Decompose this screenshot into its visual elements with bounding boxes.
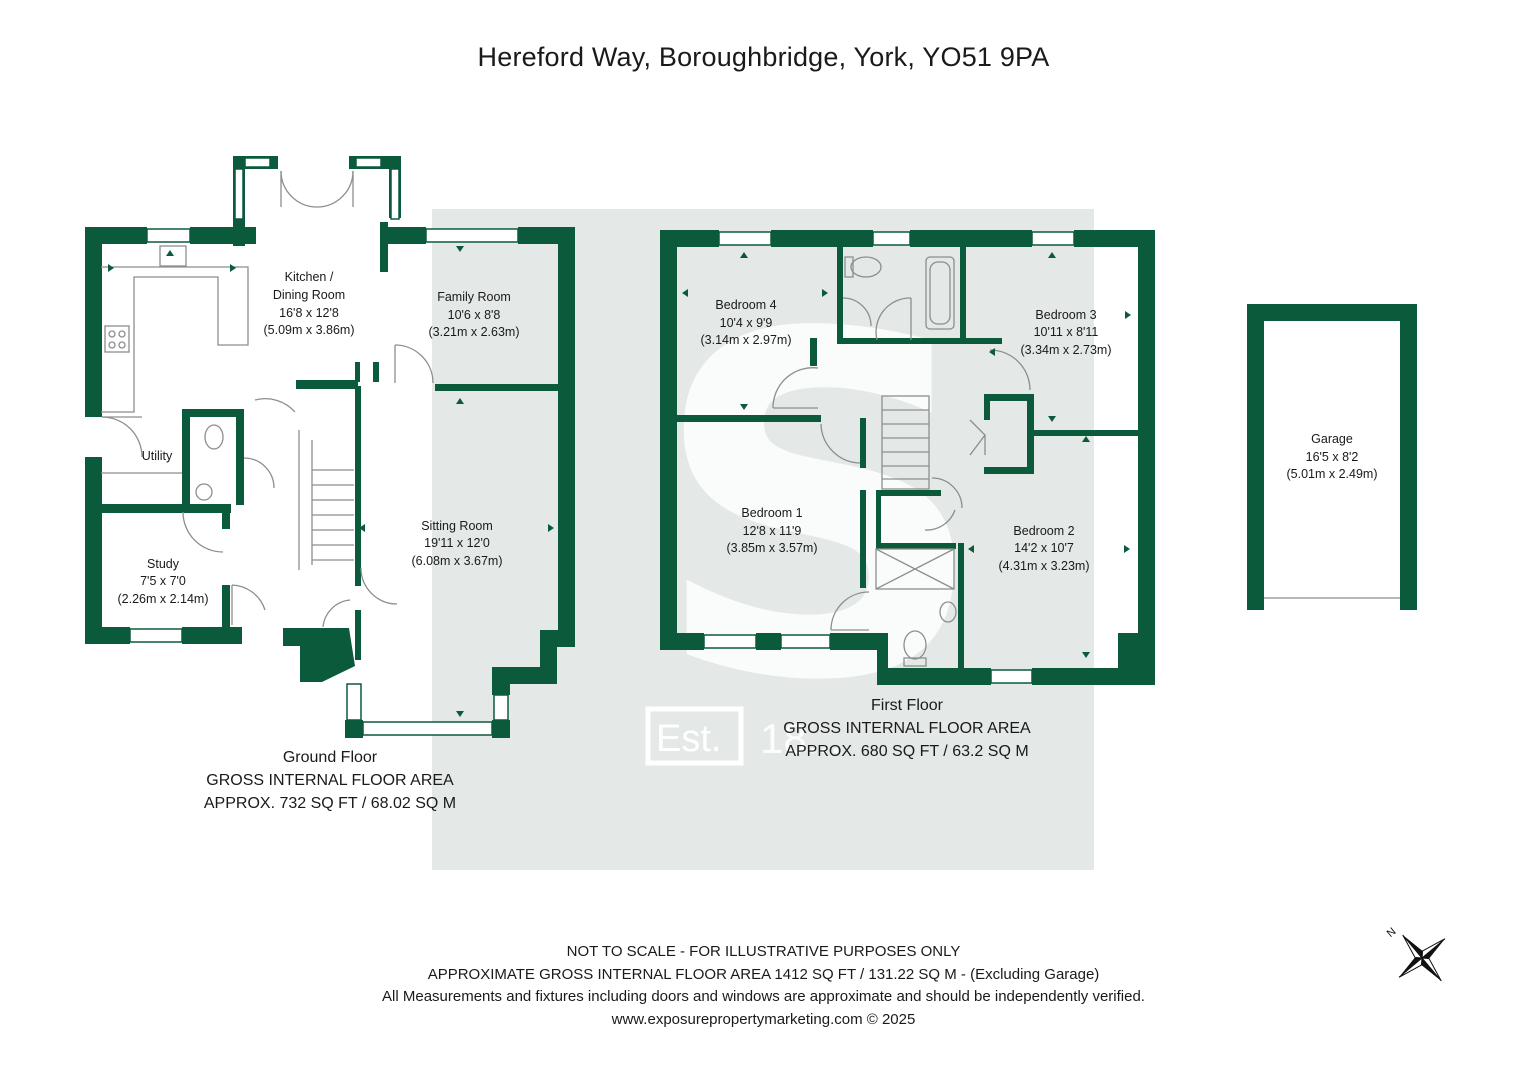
room-kitchen-imperial: 16'8 x 12'8 (279, 306, 339, 320)
room-kitchen-name: Kitchen / (285, 270, 334, 284)
room-bedroom3-metric: (3.34m x 2.73m) (1020, 343, 1111, 357)
dimension-markers (108, 246, 1131, 717)
ground-floor-area-value: APPROX. 732 SQ FT / 68.02 SQ M (203, 795, 457, 812)
room-bedroom2-imperial: 14'2 x 10'7 (1014, 541, 1074, 555)
room-study-imperial: 7'5 x 7'0 (140, 574, 186, 588)
ground-floor-area-label: GROSS INTERNAL FLOOR AREA (206, 772, 454, 789)
first-floor-fixtures (772, 256, 1400, 667)
ground-floor-walls (85, 156, 575, 738)
room-bedroom4-name: Bedroom 4 (715, 298, 776, 312)
room-garage-metric: (5.01m x 2.49m) (1286, 467, 1377, 481)
room-bedroom1-name: Bedroom 1 (741, 506, 802, 520)
room-bedroom2-metric: (4.31m x 3.23m) (998, 559, 1089, 573)
footer-line-disclaimer: All Measurements and fixtures including … (382, 988, 1145, 1005)
first-floor-name: First Floor (871, 697, 943, 714)
room-sitting-metric: (6.08m x 3.67m) (411, 554, 502, 568)
room-study-name: Study (147, 557, 180, 571)
first-floor-caption: First Floor GROSS INTERNAL FLOOR AREA AP… (772, 694, 1042, 763)
watermark-year: 18... (760, 715, 842, 762)
first-floor-walls (660, 230, 1417, 685)
watermark-letter: S (650, 236, 989, 783)
room-kitchen-name2: Dining Room (273, 288, 345, 302)
room-sitting-imperial: 19'11 x 12'0 (424, 536, 490, 550)
room-bedroom2-name: Bedroom 2 (1013, 524, 1074, 538)
room-bedroom4-imperial: 10'4 x 9'9 (720, 316, 773, 330)
room-family-name: Family Room (437, 290, 511, 304)
room-bedroom3-name: Bedroom 3 (1035, 308, 1096, 322)
room-kitchen-metric: (5.09m x 3.86m) (263, 323, 354, 337)
ground-floor-windows (129, 157, 519, 736)
compass-star-icon: N (1385, 926, 1446, 982)
room-bedroom3-imperial: 10'11 x 8'11 (1034, 325, 1099, 339)
ground-floor-caption: Ground Floor GROSS INTERNAL FLOOR AREA A… (190, 746, 470, 815)
room-family-metric: (3.21m x 2.63m) (428, 325, 519, 339)
watermark-panel (432, 209, 1094, 870)
room-garage-name: Garage (1311, 432, 1353, 446)
first-floor-area-label: GROSS INTERNAL FLOOR AREA (783, 720, 1031, 737)
room-garage-imperial: 16'5 x 8'2 (1306, 450, 1359, 464)
room-study-metric: (2.26m x 2.14m) (117, 592, 208, 606)
room-sitting-name: Sitting Room (421, 519, 493, 533)
room-bedroom1-imperial: 12'8 x 11'9 (743, 524, 802, 538)
first-floor-windows (703, 231, 1075, 684)
first-floor-area-value: APPROX. 680 SQ FT / 63.2 SQ M (785, 743, 1029, 760)
compass-north-label: N (1385, 926, 1399, 940)
room-utility-name: Utility (142, 449, 173, 463)
ground-floor-name: Ground Floor (282, 749, 378, 766)
watermark: S Est. 18... (432, 209, 1094, 870)
room-bedroom4-metric: (3.14m x 2.97m) (700, 333, 791, 347)
footer-line-website: www.exposurepropertymarketing.com © 2025 (611, 1010, 916, 1028)
watermark-badge-text: Est. (656, 718, 721, 760)
room-family-imperial: 10'6 x 8'8 (448, 308, 501, 322)
footer-line-area: APPROXIMATE GROSS INTERNAL FLOOR AREA 14… (427, 965, 1100, 983)
room-bedroom1-metric: (3.85m x 3.57m) (726, 541, 817, 555)
ground-floor-fixtures (101, 170, 434, 628)
watermark-badge (645, 706, 744, 766)
footer-notes: NOT TO SCALE - FOR ILLUSTRATIVE PURPOSES… (0, 941, 1527, 1031)
page-title: Hereford Way, Boroughbridge, York, YO51 … (477, 42, 1050, 72)
footer-line-scale: NOT TO SCALE - FOR ILLUSTRATIVE PURPOSES… (566, 943, 961, 960)
